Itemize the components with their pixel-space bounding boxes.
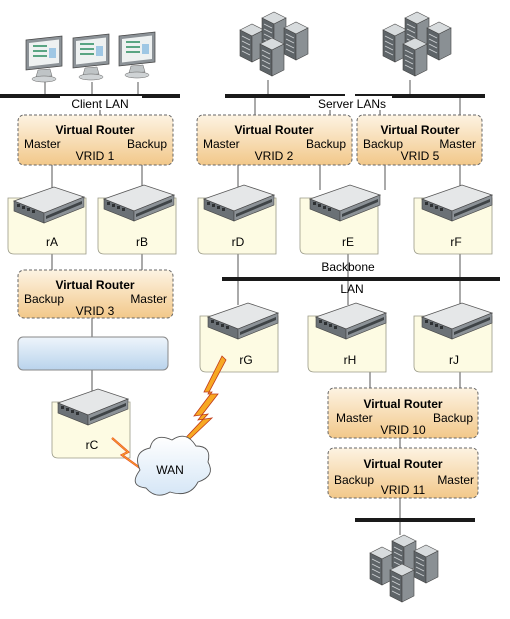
vr-box-1: Virtual Router Master Backup VRID 1 <box>17 114 174 166</box>
monitor-icon <box>72 33 110 81</box>
vr-title: Virtual Router <box>380 123 459 137</box>
vr-vrid: VRID 1 <box>76 149 115 163</box>
server-icon <box>389 563 415 603</box>
bottom-lan-bar <box>355 518 475 522</box>
server-stack-1 <box>239 11 309 77</box>
router-name: rD <box>232 235 245 249</box>
server-icon <box>283 21 309 61</box>
router-rD: rD <box>197 184 277 255</box>
router-rB: rB <box>97 184 177 255</box>
vr-box-11: Virtual Router Backup Master VRID 11 <box>327 447 479 499</box>
vr-vrid: VRID 10 <box>380 423 426 437</box>
server-icon <box>259 37 285 77</box>
router-rC: rC <box>51 388 131 459</box>
router-name: rF <box>450 235 461 249</box>
router-name: rG <box>239 353 252 367</box>
vr-right-role: Backup <box>127 137 167 151</box>
monitor-icon <box>25 35 63 83</box>
server-icon <box>402 37 428 77</box>
router-rG: rG <box>199 302 279 373</box>
vr-title: Virtual Router <box>55 123 134 137</box>
vr-left-role: Backup <box>334 473 374 487</box>
vr-box-5: Virtual Router Backup Master VRID 5 <box>356 114 483 166</box>
router-name: rE <box>342 235 354 249</box>
vr-right-role: Backup <box>306 137 346 151</box>
vr-left-role: Master <box>336 411 373 425</box>
client-monitors <box>25 31 156 83</box>
router-name: rH <box>344 353 357 367</box>
vr-box-3: Virtual Router Backup Master VRID 3 <box>17 269 174 319</box>
lan-label: LAN <box>340 282 363 296</box>
vr-vrid: VRID 11 <box>381 483 426 497</box>
vr-right-role: Master <box>130 292 167 306</box>
vr-left-role: Master <box>24 137 61 151</box>
vr-vrid: VRID 2 <box>255 149 294 163</box>
router-name: rJ <box>449 353 459 367</box>
network-segment-bar <box>17 336 169 371</box>
vr-box-10: Virtual Router Master Backup VRID 10 <box>327 387 479 439</box>
server-lan-bar-1 <box>225 94 345 98</box>
server-stack-2 <box>382 11 452 77</box>
router-rJ: rJ <box>413 302 493 373</box>
vr-right-role: Master <box>437 473 474 487</box>
lightning-bolt-rc <box>111 437 141 469</box>
server-icon <box>426 21 452 61</box>
backbone-lan-bar <box>222 277 500 281</box>
router-name: rA <box>46 235 58 249</box>
wan-label: WAN <box>156 463 184 477</box>
router-rA: rA <box>7 186 87 255</box>
router-rE: rE <box>299 184 381 255</box>
server-stack-3 <box>369 534 439 603</box>
vr-right-role: Backup <box>433 411 473 425</box>
vr-left-role: Backup <box>363 137 403 151</box>
vr-title: Virtual Router <box>55 278 134 292</box>
client-lan-label: Client LAN <box>71 97 128 111</box>
router-rF: rF <box>413 184 493 255</box>
vr-vrid: VRID 3 <box>76 304 115 318</box>
server-lans-label: Server LANs <box>318 97 386 111</box>
vr-title: Virtual Router <box>363 397 442 411</box>
router-name: rB <box>136 235 148 249</box>
router-name: rC <box>86 438 99 452</box>
vr-right-role: Master <box>439 137 476 151</box>
vr-title: Virtual Router <box>363 457 442 471</box>
vr-title: Virtual Router <box>234 123 313 137</box>
monitor-icon <box>118 31 156 79</box>
wan-cloud: WAN <box>134 435 211 496</box>
vr-left-role: Master <box>203 137 240 151</box>
server-icon <box>413 544 439 584</box>
vr-box-2: Virtual Router Master Backup VRID 2 <box>196 114 353 166</box>
vr-left-role: Backup <box>24 292 64 306</box>
router-rH: rH <box>307 302 387 373</box>
vr-vrid: VRID 5 <box>401 149 440 163</box>
server-lan-bar-2 <box>355 94 485 98</box>
backbone-label: Backbone <box>321 260 375 274</box>
